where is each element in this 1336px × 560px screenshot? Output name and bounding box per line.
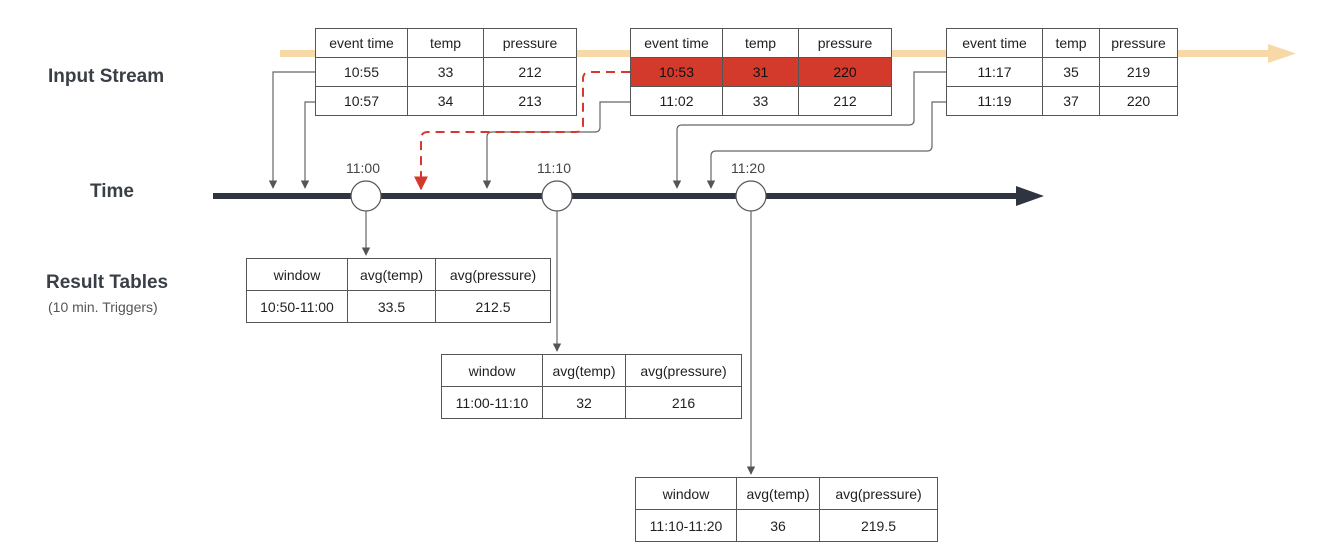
table-cell: 32 — [542, 386, 626, 419]
header-cell: avg(temp) — [347, 258, 436, 291]
header-cell: avg(pressure) — [819, 477, 938, 510]
late-event-row: 10:53 31 220 — [630, 57, 892, 87]
table-cell: 11:10-11:20 — [635, 509, 737, 542]
table-cell: 31 — [722, 57, 799, 87]
header-cell: temp — [722, 28, 799, 58]
table-cell: 10:50-11:00 — [246, 290, 348, 323]
table-header-row: event time temp pressure — [315, 28, 577, 58]
input-table-1: event time temp pressure 10:55 33 212 10… — [315, 28, 577, 116]
table-cell: 220 — [1099, 86, 1178, 116]
trigger-1110-circle — [541, 180, 573, 212]
table-header-row: window avg(temp) avg(pressure) — [441, 354, 742, 387]
table-cell: 34 — [407, 86, 484, 116]
header-cell: temp — [407, 28, 484, 58]
table-cell: 35 — [1042, 57, 1100, 87]
table-row: 11:19 37 220 — [946, 86, 1178, 116]
table-cell: 10:55 — [315, 57, 408, 87]
tick-label-1110: 11:10 — [537, 160, 571, 176]
table-cell: 219.5 — [819, 509, 938, 542]
table-header-row: event time temp pressure — [946, 28, 1178, 58]
table-cell: 37 — [1042, 86, 1100, 116]
table-cell: 220 — [798, 57, 892, 87]
header-cell: temp — [1042, 28, 1100, 58]
header-cell: event time — [630, 28, 723, 58]
table-row: 10:57 34 213 — [315, 86, 577, 116]
table-cell: 216 — [625, 386, 742, 419]
table-cell: 11:19 — [946, 86, 1043, 116]
header-cell: window — [635, 477, 737, 510]
event-arrow-1119 — [706, 101, 946, 189]
result-table-2: window avg(temp) avg(pressure) 11:00-11:… — [441, 354, 742, 419]
header-cell: avg(pressure) — [435, 258, 551, 291]
trigger-1100-circle — [350, 180, 382, 212]
table-row: 10:50-11:00 33.5 212.5 — [246, 290, 551, 323]
event-arrow-1102 — [482, 101, 630, 189]
table-cell: 212 — [483, 57, 577, 87]
time-label: Time — [90, 181, 135, 202]
table-cell: 213 — [483, 86, 577, 116]
table-cell: 10:57 — [315, 86, 408, 116]
tick-label-1100: 11:00 — [346, 160, 380, 176]
table-cell: 36 — [736, 509, 820, 542]
tick-label-1120: 11:20 — [731, 160, 765, 176]
table-header-row: window avg(temp) avg(pressure) — [246, 258, 551, 291]
header-cell: event time — [315, 28, 408, 58]
table-cell: 212 — [798, 86, 892, 116]
header-cell: pressure — [1099, 28, 1178, 58]
header-cell: avg(temp) — [736, 477, 820, 510]
trigger-circles — [350, 180, 767, 212]
result-tables-label: Result Tables — [46, 272, 169, 293]
table-cell: 212.5 — [435, 290, 551, 323]
table-cell: 33 — [722, 86, 799, 116]
table-cell: 10:53 — [630, 57, 723, 87]
input-table-2: event time temp pressure 10:53 31 220 11… — [630, 28, 892, 116]
trigger-1120-circle — [735, 180, 767, 212]
table-cell: 11:02 — [630, 86, 723, 116]
event-arrows — [268, 71, 946, 189]
result-tables-note: (10 min. Triggers) — [48, 299, 158, 315]
header-cell: window — [246, 258, 348, 291]
header-cell: avg(pressure) — [625, 354, 742, 387]
table-cell: 33 — [407, 57, 484, 87]
table-row: 11:17 35 219 — [946, 57, 1178, 87]
input-stream-label: Input Stream — [48, 66, 165, 87]
late-event-arrow — [414, 71, 630, 191]
table-row: 11:10-11:20 36 219.5 — [635, 509, 938, 542]
table-header-row: event time temp pressure — [630, 28, 892, 58]
header-cell: avg(temp) — [542, 354, 626, 387]
input-table-3: event time temp pressure 11:17 35 219 11… — [946, 28, 1178, 116]
table-row: 11:00-11:10 32 216 — [441, 386, 742, 419]
header-cell: window — [441, 354, 543, 387]
time-axis — [213, 186, 1044, 206]
result-arrows — [361, 211, 756, 475]
table-row: 11:02 33 212 — [630, 86, 892, 116]
table-cell: 11:00-11:10 — [441, 386, 543, 419]
result-table-1: window avg(temp) avg(pressure) 10:50-11:… — [246, 258, 551, 323]
table-row: 10:55 33 212 — [315, 57, 577, 87]
table-cell: 33.5 — [347, 290, 436, 323]
table-cell: 219 — [1099, 57, 1178, 87]
table-header-row: window avg(temp) avg(pressure) — [635, 477, 938, 510]
header-cell: event time — [946, 28, 1043, 58]
event-arrow-1055 — [268, 71, 315, 189]
event-arrow-1117 — [672, 71, 946, 189]
header-cell: pressure — [798, 28, 892, 58]
event-arrow-1057 — [300, 101, 315, 189]
result-table-3: window avg(temp) avg(pressure) 11:10-11:… — [635, 477, 938, 542]
table-cell: 11:17 — [946, 57, 1043, 87]
header-cell: pressure — [483, 28, 577, 58]
